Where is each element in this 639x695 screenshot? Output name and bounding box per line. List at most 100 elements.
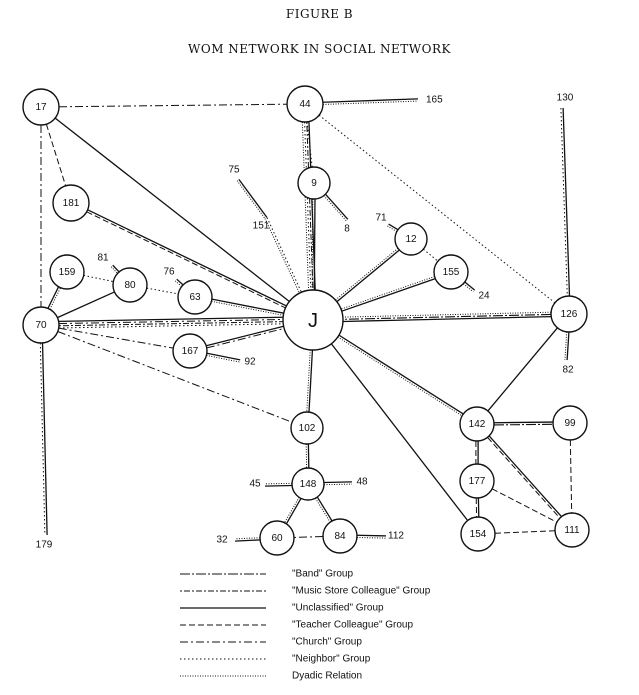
edge-line-teacher (569, 439, 573, 514)
edge-J-154 (330, 343, 469, 521)
node-circle (550, 295, 588, 333)
figure-title: WOM NETWORK IN SOCIAL NETWORK (188, 42, 451, 56)
edge-line-teacher (494, 530, 556, 534)
node-99: 99 (552, 405, 588, 441)
edge-line-dyadic (335, 247, 399, 301)
edge-181-J (86, 209, 287, 309)
edge-line-dyadic (206, 354, 240, 363)
edge-148-48 (323, 481, 353, 486)
edge-line-band (342, 313, 552, 320)
edge-81-80 (110, 264, 120, 274)
node-label: 181 (63, 198, 80, 209)
legend-item-teacher: "Teacher Colleague" Group (180, 620, 413, 631)
edge-line-dyadic (324, 483, 353, 486)
edge-line-neighbor (59, 323, 284, 329)
node-label: 63 (189, 292, 201, 303)
edge-148-84 (315, 496, 333, 523)
external-node-179: 179 (36, 540, 53, 551)
node-circle (259, 520, 295, 556)
edge-line-unclassified (330, 343, 469, 521)
edge-line-unclassified (206, 325, 284, 347)
edge-line-dyadic (174, 280, 182, 287)
node-126: 126 (550, 295, 588, 333)
edge-line-unclassified (316, 496, 333, 522)
node-12: 12 (394, 222, 428, 256)
node-80: 80 (112, 267, 148, 303)
node-circle (177, 279, 213, 315)
edge-line-dyadic (340, 276, 435, 310)
node-circle (459, 406, 495, 442)
node-label: 142 (469, 419, 486, 430)
legend: "Band" Group "Music Store Colleague" Grou… (180, 569, 431, 682)
edge-line-unclassified (308, 349, 314, 413)
edge-line-neighbor (146, 287, 179, 295)
legend-label: "Teacher Colleague" Group (292, 620, 413, 631)
edge-142-177 (475, 441, 479, 464)
node-circle (459, 463, 495, 499)
edge-line-music_store (59, 321, 284, 327)
node-177: 177 (459, 463, 495, 499)
edge-line-unclassified (338, 334, 464, 415)
node-label: 60 (271, 533, 283, 544)
edge-line-unclassified (265, 484, 293, 487)
edge-76-63 (174, 278, 184, 287)
edge-line-dyadic (49, 287, 61, 310)
edge-line-band (494, 423, 554, 426)
legend-label: "Neighbor" Group (292, 654, 371, 665)
legend-item-band: "Band" Group (180, 569, 353, 580)
edge-155-J (340, 276, 436, 312)
edge-9-J (311, 198, 316, 291)
node-label: 126 (561, 309, 578, 320)
legend-item-music_store: "Music Store Colleague" Group (180, 586, 431, 597)
edge-154-111 (494, 530, 556, 534)
edge-line-unclassified (323, 481, 352, 484)
edges-layer (39, 98, 573, 542)
edge-44-J (301, 121, 316, 291)
node-circle (552, 405, 588, 441)
edge-126-J (342, 311, 552, 323)
node-102: 102 (290, 411, 324, 445)
edge-line-neighbor (266, 217, 302, 293)
edge-line-unclassified (47, 286, 60, 309)
edge-line-unclassified (566, 331, 570, 361)
edge-line-dyadic (463, 283, 474, 293)
node-label: 148 (300, 479, 317, 490)
legend-label: "Band" Group (292, 569, 353, 580)
edge-line-dyadic (264, 218, 300, 294)
edge-line-church (293, 536, 324, 538)
node-label: J (308, 310, 318, 332)
node-111: 111 (554, 512, 590, 548)
node-44: 44 (286, 85, 324, 123)
edge-71-12 (387, 223, 399, 233)
edge-12-155 (423, 248, 439, 262)
external-node-81: 81 (97, 253, 109, 264)
edge-line-dyadic (387, 225, 398, 233)
node-label: 80 (124, 280, 136, 291)
edge-151-J (264, 217, 302, 294)
external-node-92: 92 (244, 357, 256, 368)
edge-line-unclassified (211, 298, 284, 314)
node-circle (22, 88, 60, 126)
edge-line-church (58, 103, 288, 108)
edge-12-J (335, 247, 400, 303)
edge-line-dyadic (211, 300, 284, 316)
edge-167-92 (206, 352, 241, 363)
edge-line-dyadic (356, 536, 386, 539)
node-84: 84 (322, 518, 358, 554)
legend-item-dyadic: Dyadic Relation (180, 671, 362, 682)
node-circle (22, 306, 60, 344)
edge-line-unclassified (238, 178, 268, 218)
node-circle (112, 267, 148, 303)
node-label: 155 (443, 267, 460, 278)
edge-line-dyadic (110, 266, 118, 274)
edge-line-unclassified (336, 249, 400, 303)
node-circle (322, 518, 358, 554)
edge-line-unclassified (487, 327, 558, 412)
external-node-71: 71 (375, 213, 387, 224)
node-167: 167 (172, 333, 208, 369)
edge-70-179 (39, 342, 48, 536)
edge-line-dyadic (315, 497, 331, 523)
edge-line-unclassified (388, 223, 399, 231)
